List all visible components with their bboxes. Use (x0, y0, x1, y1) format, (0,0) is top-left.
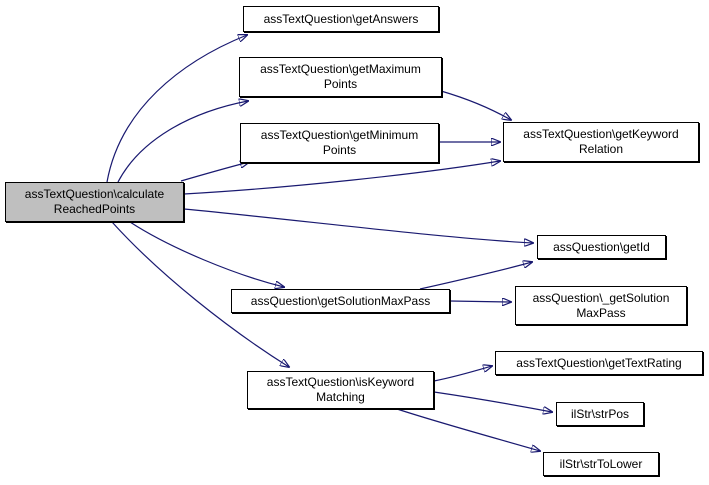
node-get-answers[interactable]: assTextQuestion\getAnswers (243, 6, 439, 32)
node-label: assTextQuestion\getKeyword (523, 127, 679, 141)
node-label: MaxPass (576, 305, 626, 320)
node-label: ilStr\strToLower (559, 456, 643, 471)
edge-calculateReachedPoints-getKeywordRelation (183, 161, 500, 195)
node-label: assQuestion\getSolutionMaxPass (250, 293, 431, 308)
node-label: Matching (316, 390, 365, 404)
node-get-keyword-relation[interactable]: assTextQuestion\getKeyword Relation (503, 122, 699, 162)
node-label: Points (323, 77, 358, 91)
node-get-id[interactable]: assQuestion\getId (537, 235, 666, 259)
node-label: assTextQuestion\getMaximum (260, 62, 421, 76)
node-label: assTextQuestion\isKeyword (266, 375, 415, 389)
edge-calculateReachedPoints-getAnswers (106, 35, 247, 183)
node-get-minimum-points[interactable]: assTextQuestion\getMinimum Points (240, 123, 439, 163)
node-label: assTextQuestion\getTextRating (516, 355, 682, 370)
node-label: assTextQuestion\calculate (24, 187, 165, 201)
node-label: ReachedPoints (53, 202, 136, 216)
node-label: Relation (578, 142, 624, 156)
edge-isKeywordMatching-strPos (433, 391, 552, 412)
edge-getSolutionMaxPass-_getSolutionMaxPass (449, 301, 511, 302)
edge-calculateReachedPoints-getMaximumPoints (117, 101, 248, 183)
node-underscore-get-solution-max-pass[interactable]: assQuestion\_getSolution MaxPass (515, 286, 687, 325)
node-label: assTextQuestion\getAnswers (263, 11, 419, 26)
edge-isKeywordMatching-strToLower (396, 408, 540, 451)
node-label: Points (322, 143, 357, 157)
edge-isKeywordMatching-getTextRating (433, 366, 492, 382)
node-str-to-lower[interactable]: ilStr\strToLower (543, 452, 659, 476)
edge-calculateReachedPoints-getId (183, 208, 533, 243)
node-get-maximum-points[interactable]: assTextQuestion\getMaximum Points (239, 57, 442, 97)
edge-calculateReachedPoints-getMinimumPoints (180, 162, 249, 182)
edge-getSolutionMaxPass-getId (419, 262, 532, 290)
node-get-solution-max-pass[interactable]: assQuestion\getSolutionMaxPass (231, 289, 450, 313)
node-calculate-reached-points: assTextQuestion\calculate ReachedPoints (5, 182, 184, 222)
node-label: assQuestion\_getSolution (532, 290, 670, 305)
node-is-keyword-matching[interactable]: assTextQuestion\isKeyword Matching (247, 371, 434, 409)
edge-calculateReachedPoints-getSolutionMaxPass (129, 221, 284, 287)
edge-getMaximumPoints-getKeywordRelation (440, 90, 511, 120)
node-label: assQuestion\getId (553, 239, 650, 254)
edge-calculateReachedPoints-isKeywordMatching (111, 221, 289, 367)
node-label: ilStr\strPos (570, 406, 629, 421)
node-get-text-rating[interactable]: assTextQuestion\getTextRating (495, 351, 703, 375)
node-str-pos[interactable]: ilStr\strPos (556, 402, 644, 426)
node-label: assTextQuestion\getMinimum (260, 128, 419, 142)
